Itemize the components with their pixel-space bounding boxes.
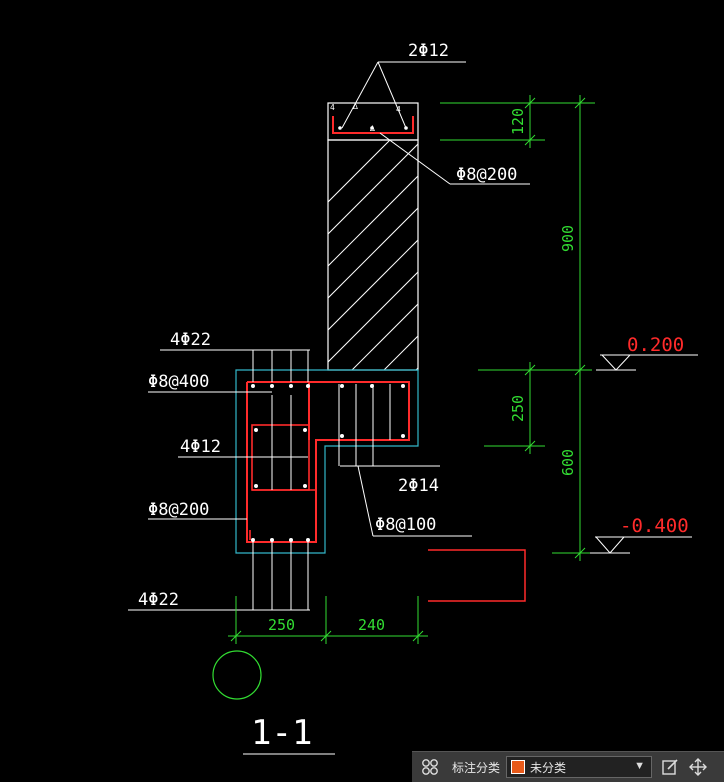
dim-ledge-height: 250 bbox=[509, 395, 527, 422]
left-top-bars-label: 4Φ22 bbox=[170, 330, 211, 350]
left-stirrup-200-label: Φ8@200 bbox=[148, 500, 209, 520]
edit-icon[interactable] bbox=[658, 755, 682, 779]
rebar-cage bbox=[246, 381, 410, 543]
move-icon[interactable] bbox=[686, 755, 710, 779]
dim-wall-height: 900 bbox=[559, 225, 577, 252]
dim-lower-height: 600 bbox=[559, 449, 577, 476]
left-labels bbox=[128, 349, 310, 611]
section-title: 1-1 bbox=[251, 713, 312, 753]
right-labels bbox=[340, 465, 472, 537]
horizontal-dimensions bbox=[228, 596, 428, 644]
bar-verticals bbox=[252, 350, 391, 610]
annotation-category-select[interactable]: 未分类 ▼ bbox=[506, 756, 653, 778]
left-bottom-bars-label: 4Φ22 bbox=[138, 590, 179, 610]
svg-text:∆: ∆ bbox=[369, 124, 375, 133]
elevation-mark-upper: 0.200 bbox=[596, 334, 698, 371]
wall-hatched bbox=[327, 139, 419, 371]
coping-block: 4 ∆ ∆ 4 bbox=[327, 102, 419, 141]
chevron-down-icon[interactable]: ▼ bbox=[634, 760, 646, 772]
annotation-category-value: 未分类 bbox=[530, 760, 567, 775]
svg-text:4: 4 bbox=[330, 103, 335, 112]
left-mid-bars-label: 4Φ12 bbox=[180, 437, 221, 457]
right-stirrup-label: Φ8@100 bbox=[375, 515, 436, 535]
right-bars-label: 2Φ14 bbox=[398, 476, 439, 496]
red-bracket bbox=[428, 549, 526, 602]
elevation-mark-lower: -0.400 bbox=[590, 515, 692, 554]
rebar-dots bbox=[251, 384, 405, 542]
svg-text:∆: ∆ bbox=[352, 102, 358, 111]
grid-icon[interactable] bbox=[418, 755, 442, 779]
top-stirrup-label: Φ8@200 bbox=[456, 165, 517, 185]
annotation-toolbar: 标注分类 未分类 ▼ bbox=[412, 751, 724, 782]
section-marker-circle bbox=[212, 650, 262, 700]
top-rebar-label: 2Φ12 bbox=[408, 41, 449, 61]
top-stirrup-leader: Φ8@200 bbox=[379, 132, 530, 185]
top-rebar-leader: 2Φ12 bbox=[341, 41, 466, 129]
beam-outline bbox=[235, 369, 419, 554]
dim-base-left: 250 bbox=[268, 616, 295, 634]
dim-coping-height: 120 bbox=[509, 108, 527, 135]
elevation-lower-label: -0.400 bbox=[620, 515, 689, 537]
vertical-dimensions bbox=[440, 95, 595, 561]
annotation-category-label: 标注分类 bbox=[452, 760, 501, 775]
category-color-swatch bbox=[511, 760, 526, 774]
elevation-upper-label: 0.200 bbox=[627, 334, 684, 356]
left-stirrup-400-label: Φ8@400 bbox=[148, 372, 209, 392]
dim-base-right: 240 bbox=[358, 616, 385, 634]
